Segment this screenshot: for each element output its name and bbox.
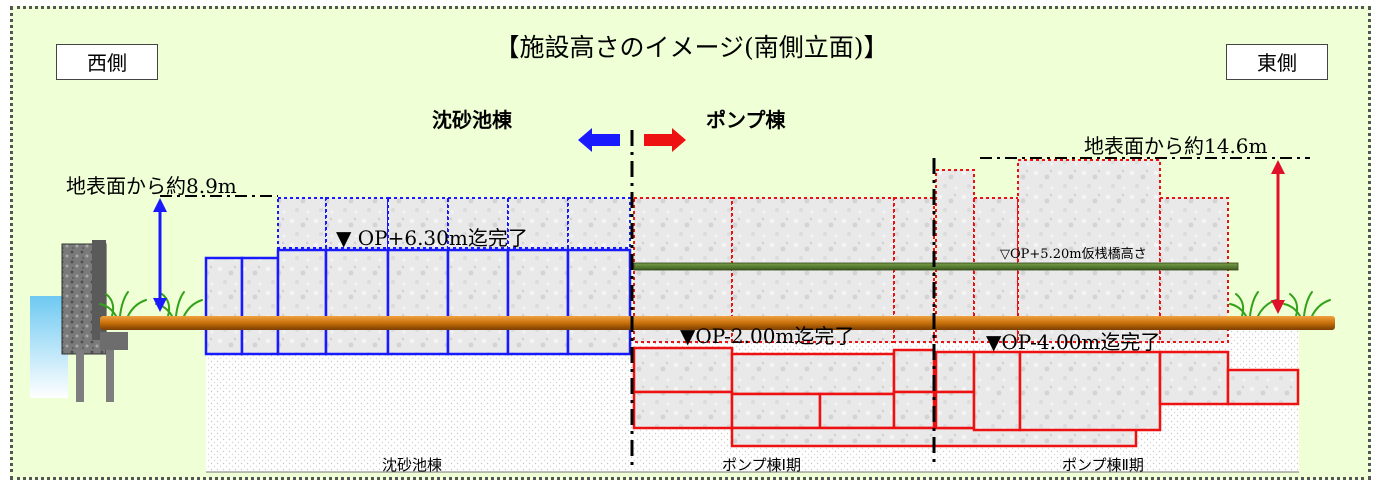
level-op200-label: ▼OP-2.00m迄完了 [680,324,855,348]
height-label-left: 地表面から約8.9m [66,174,237,198]
arrow-right-icon [644,128,686,152]
temporary-bridge-line [633,262,1239,271]
level-op520-label: ▽OP+5.20m仮桟橋高さ [1000,247,1147,262]
ground-surface-line [100,316,1335,330]
height-arrow-left [153,198,167,312]
building-right-label: ポンプ棟 [706,108,786,132]
level-op630-label: ▼ OP+6.30m迄完了 [336,226,528,250]
section-label-sedimentation: 沈砂池棟 [382,456,443,474]
sedimentation-building-planned [277,197,631,249]
west-side-label: 西側 [56,44,158,80]
page-title: 【施設高さのイメージ(南側立面)】 [494,33,889,62]
existing-wall-structure [61,240,128,402]
level-op400-label: ▼OP-4.00m迄完了 [986,330,1161,354]
height-label-right: 地表面から約14.6m [1084,134,1268,158]
section-label-pump-1: ポンプ棟Ⅰ期 [722,456,801,474]
arrow-left-icon [578,128,620,152]
height-arrow-right [1271,160,1285,314]
building-left-label: 沈砂池棟 [432,108,512,132]
section-label-pump-2: ポンプ棟Ⅱ期 [1062,456,1144,474]
grass-tufts [99,291,1331,317]
east-side-label: 東側 [1226,44,1328,80]
sedimentation-building-completed [204,248,632,356]
